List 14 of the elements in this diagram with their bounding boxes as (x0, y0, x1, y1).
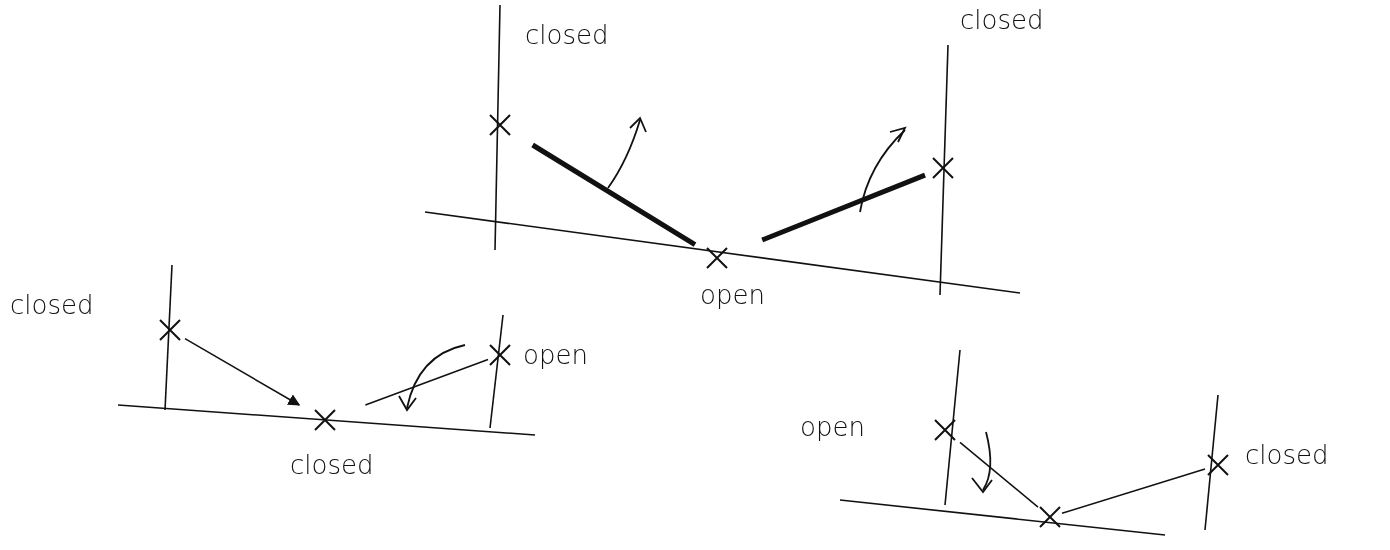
state-label: open (800, 412, 865, 442)
state-label: closed (960, 5, 1044, 35)
state-label: open (523, 340, 588, 370)
state-label: closed (10, 290, 94, 320)
connector-line (761, 172, 926, 243)
state-label: closed (290, 450, 374, 480)
state-label: open (700, 280, 765, 310)
connector-line (531, 142, 697, 247)
state-label: closed (525, 20, 609, 50)
connector-line (364, 358, 489, 406)
connector-line (1061, 468, 1206, 515)
arrow (184, 337, 301, 406)
connector-line (959, 441, 1039, 508)
state-label: closed (1245, 440, 1329, 470)
